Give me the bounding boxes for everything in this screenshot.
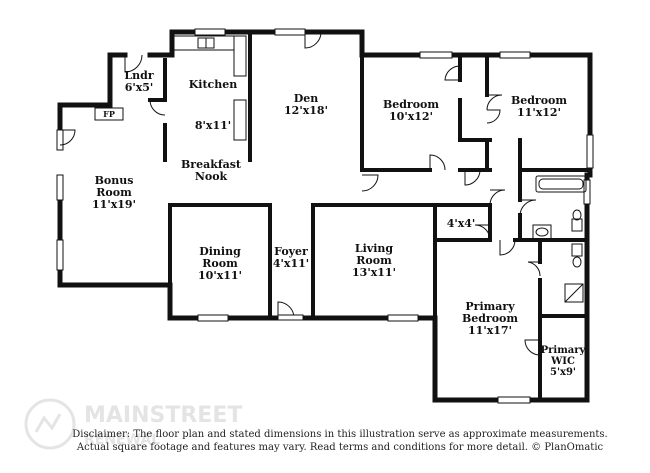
room-primary-wic-name-2: WIC [550,356,575,367]
room-primary-wic-dims: 5'x9' [550,367,576,378]
room-bedroom-1-dims: 10'x12' [389,110,433,123]
room-den-name: Den [294,92,319,105]
room-dining-name-2: Room [202,257,238,270]
watermark-mark-icon [34,413,62,433]
room-breakfast-name-1: Breakfast [181,158,242,171]
room-bedroom-2-name: Bedroom [511,94,567,107]
fixtures [94,35,587,303]
room-dining-dims: 10'x11' [198,269,242,282]
room-bonus-name-1: Bonus [95,174,134,187]
room-living-dims: 13'x11' [352,266,396,279]
watermark-brand: MAINSTREET [84,403,242,428]
disclaimer-line-1: Disclaimer: The floor plan and stated di… [72,429,608,440]
room-living-name-2: Room [356,254,392,267]
watermark-circle-icon [24,398,76,450]
room-dining-name-1: Dining [199,245,241,258]
room-primary-bedroom-name-2: Bedroom [462,312,518,325]
room-kitchen-name: Kitchen [189,78,238,91]
room-kitchen-dims: 8'x11' [195,119,231,132]
interior-walls [148,30,592,402]
room-primary-bedroom-name-1: Primary [465,300,515,313]
watermark-sub: RENEWAL [84,432,160,448]
fireplace-label: FP [103,109,115,119]
room-den-dims: 12'x18' [284,104,328,117]
watermark-logo: MAINSTREET RENEWAL [24,398,242,450]
room-foyer-dims: 4'x11' [273,257,309,270]
room-laundry-name: Lndr [124,69,153,82]
room-closet-dims: 4'x4' [447,217,476,230]
room-labels: Lndr 6'x5' Kitchen 8'x11' Den 12'x18' Be… [92,69,587,378]
room-bonus-name-2: Room [96,186,132,199]
room-laundry-dims: 6'x5' [125,81,154,94]
room-bonus-dims: 11'x19' [92,198,136,211]
room-breakfast-name-2: Nook [195,170,228,183]
windows [56,28,594,404]
room-bedroom-1-name: Bedroom [383,98,439,111]
room-primary-bedroom-dims: 11'x17' [468,324,512,337]
room-primary-wic-name-1: Primary [541,345,587,356]
room-living-name-1: Living [355,242,393,255]
room-bedroom-2-dims: 11'x12' [517,106,561,119]
disclaimer-line-2: Actual square footage and features may v… [76,442,604,453]
disclaimer: Disclaimer: The floor plan and stated di… [60,428,620,454]
doors [59,31,541,356]
room-foyer-name: Foyer [274,245,308,258]
